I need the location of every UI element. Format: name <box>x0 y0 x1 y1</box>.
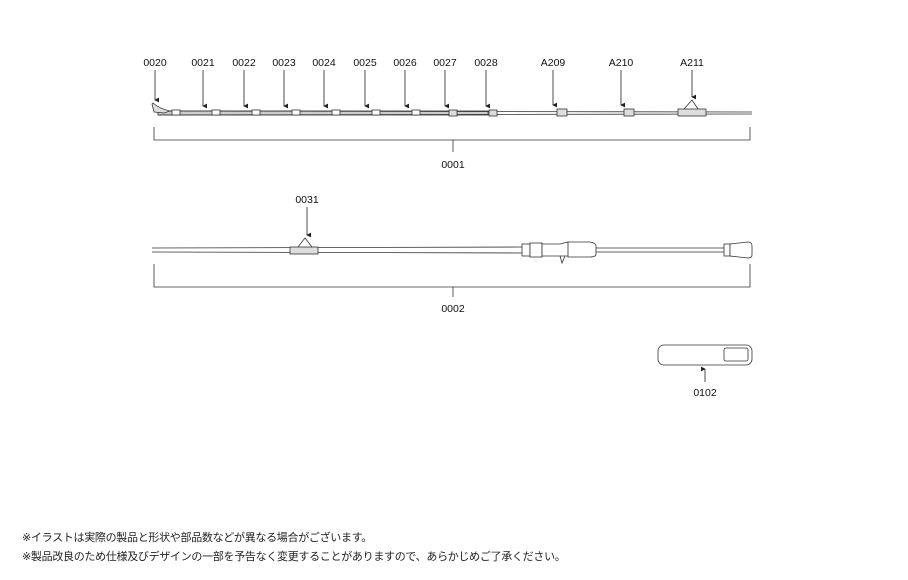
assembly-label: 0001 <box>441 159 465 171</box>
part-label: 0025 <box>353 57 377 69</box>
part-label: 0102 <box>693 387 717 399</box>
part-label: 0028 <box>474 57 498 69</box>
rod-band-part <box>657 344 753 366</box>
part-label: 0021 <box>191 57 215 69</box>
assembly-label: 0002 <box>441 303 465 315</box>
part-label: 0020 <box>143 57 167 69</box>
part-label: A210 <box>609 57 634 69</box>
tip-section-rod <box>151 99 753 117</box>
butt-section-rod <box>151 237 753 265</box>
part-label: 0024 <box>312 57 336 69</box>
assembly-bracket-0001 <box>153 127 751 152</box>
part-label: 0027 <box>433 57 457 69</box>
part-label: 0023 <box>272 57 296 69</box>
disclaimer-note: ※製品改良のため仕様及びデザインの一部を予告なく変更することがありますので、あら… <box>22 550 566 563</box>
part-callouts-tip <box>154 70 696 109</box>
part-label: A209 <box>541 57 566 69</box>
part-label: A211 <box>680 57 704 69</box>
part-label: 0026 <box>393 57 417 69</box>
disclaimer-note: ※イラストは実際の製品と形状や部品数などが異なる場合がございます。 <box>22 531 372 544</box>
part-label: 0031 <box>295 194 319 206</box>
part-label: 0022 <box>232 57 256 69</box>
assembly-bracket-0002 <box>153 264 751 297</box>
